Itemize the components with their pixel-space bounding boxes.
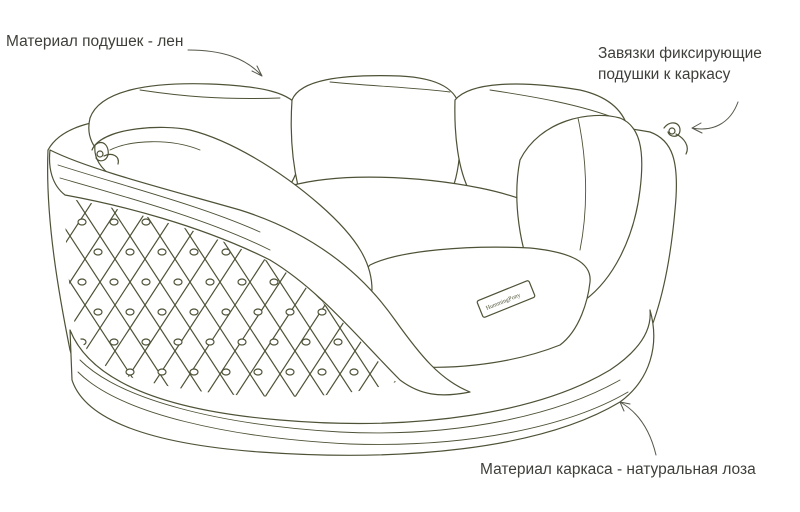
callout-ties-line1: Завязки фиксирующие xyxy=(598,45,762,62)
lattice-strand xyxy=(339,198,397,397)
lattice-knot xyxy=(269,338,279,346)
lattice-knot xyxy=(221,248,231,256)
lattice-strand xyxy=(65,198,101,397)
callout-frame-material: Материал каркаса - натуральная лоза xyxy=(480,461,756,478)
lattice-knot xyxy=(317,308,327,316)
lattice-knot xyxy=(301,338,311,346)
lattice-knot xyxy=(109,218,119,226)
callout-ties-line2: подушки к каркасу xyxy=(598,66,731,83)
lattice-strand xyxy=(0,190,10,420)
lattice-strand xyxy=(65,198,131,397)
arrow-cushion-material xyxy=(187,49,263,77)
lattice-knot xyxy=(189,248,199,256)
lattice-knot xyxy=(109,338,119,346)
lattice-knot xyxy=(237,338,247,346)
lattice-knot xyxy=(317,368,327,376)
arrow-frame-material xyxy=(619,401,657,456)
lattice-knot xyxy=(221,308,231,316)
lattice-knot xyxy=(157,308,167,316)
front-cushion: HummingPony xyxy=(361,246,591,368)
right-tie xyxy=(663,122,688,155)
lattice-knot xyxy=(125,248,135,256)
lattice-knot xyxy=(269,278,279,286)
lattice-knot xyxy=(125,368,135,376)
lattice-knot xyxy=(141,278,151,286)
lattice-knot xyxy=(285,368,295,376)
lattice-knot xyxy=(173,338,183,346)
lattice-knot xyxy=(77,218,87,226)
arrow-ties xyxy=(691,101,739,134)
callout-cushion-material: Материал подушек - лен xyxy=(6,33,184,50)
lattice-strand xyxy=(0,190,40,420)
lattice-knot xyxy=(221,368,231,376)
lattice-knot xyxy=(333,338,343,346)
lattice-knot xyxy=(253,368,263,376)
lattice-knot xyxy=(205,338,215,346)
lattice-knot xyxy=(77,278,87,286)
lattice-strand xyxy=(369,198,397,397)
lattice-strand xyxy=(0,190,40,420)
lattice-strand xyxy=(65,198,161,397)
lattice-knot xyxy=(141,218,151,226)
lattice-strand xyxy=(0,190,10,420)
lattice-knot xyxy=(141,338,151,346)
front-rim xyxy=(48,149,471,396)
lattice-knot xyxy=(93,308,103,316)
lattice-knot xyxy=(173,278,183,286)
lattice-knot xyxy=(109,278,119,286)
callout-ties: Завязки фиксирующие подушки к каркасу xyxy=(598,43,762,85)
lattice-knot xyxy=(125,308,135,316)
lattice-strand xyxy=(65,198,191,397)
lattice-knot xyxy=(189,368,199,376)
lattice-knot xyxy=(237,278,247,286)
lattice-knot xyxy=(93,248,103,256)
lattice-knot xyxy=(189,308,199,316)
lattice-knot xyxy=(205,278,215,286)
lattice-knot xyxy=(157,368,167,376)
lattice-knot xyxy=(253,308,263,316)
lattice-knot xyxy=(349,368,359,376)
left-tie xyxy=(91,141,119,165)
lattice-knot xyxy=(157,248,167,256)
basket-base-ring xyxy=(69,309,655,456)
lattice-knot xyxy=(285,308,295,316)
